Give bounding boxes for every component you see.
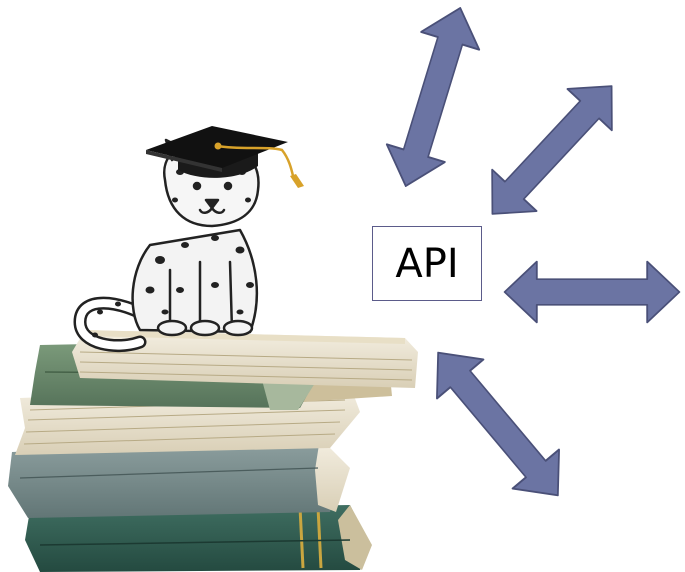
api-box: API bbox=[372, 226, 482, 301]
book-bottom bbox=[25, 505, 372, 572]
arrow-lower-right bbox=[413, 332, 583, 516]
book-top bbox=[72, 330, 418, 388]
book-stack-icon bbox=[8, 330, 418, 572]
graduation-cap-icon bbox=[146, 126, 304, 188]
book-grey bbox=[8, 438, 350, 518]
arrow-right bbox=[503, 260, 681, 324]
arrow-up bbox=[375, 0, 491, 196]
arrow-upper-right bbox=[469, 64, 635, 236]
api-label: API bbox=[395, 240, 459, 287]
